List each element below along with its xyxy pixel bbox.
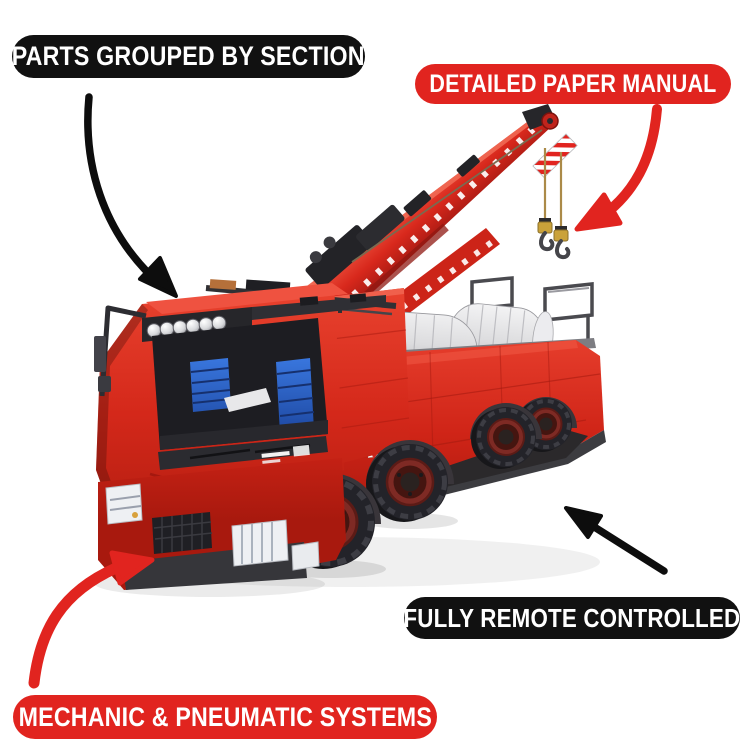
arrow-paper-manual [574, 104, 662, 232]
crane-cable [351, 129, 543, 263]
arrow-parts-grouped [84, 93, 178, 298]
cab-seats [190, 358, 315, 434]
headlight-right [231, 519, 289, 567]
badge-paper-manual: DETAILED PAPER MANUAL [415, 64, 731, 104]
cab-side-decal [261, 444, 310, 464]
boom-stripe-marks [339, 126, 536, 309]
front-bumper [98, 458, 346, 590]
headlight-left [105, 483, 143, 525]
truck-cab [94, 283, 386, 590]
badge-pneumatic-systems: MECHANIC & PNEUMATIC SYSTEMS [13, 695, 437, 739]
arrow-remote-controlled [564, 506, 668, 575]
annotation-arrows [28, 93, 668, 689]
boom-warning-flag [532, 133, 578, 179]
roof-light-bar [142, 293, 386, 342]
arrow-pneumatic-systems [28, 550, 155, 689]
wheel [471, 407, 536, 469]
windshield [152, 318, 328, 450]
fog-lamp [291, 541, 320, 571]
badge-pneumatic-systems-label: MECHANIC & PNEUMATIC SYSTEMS [18, 701, 432, 732]
wheel [366, 444, 448, 522]
badge-remote-controlled-label: FULLY REMOTE CONTROLLED [403, 602, 741, 633]
badge-parts-grouped: PARTS GROUPED BY SECTION [12, 35, 365, 78]
crane-hooks [537, 148, 571, 260]
side-mirror [94, 305, 147, 397]
badge-paper-manual-label: DETAILED PAPER MANUAL [429, 69, 717, 98]
badge-parts-grouped-label: PARTS GROUPED BY SECTION [12, 41, 365, 71]
hook-left [537, 218, 555, 252]
badge-remote-controlled: FULLY REMOTE CONTROLLED [404, 597, 740, 639]
hook-right [553, 226, 571, 260]
